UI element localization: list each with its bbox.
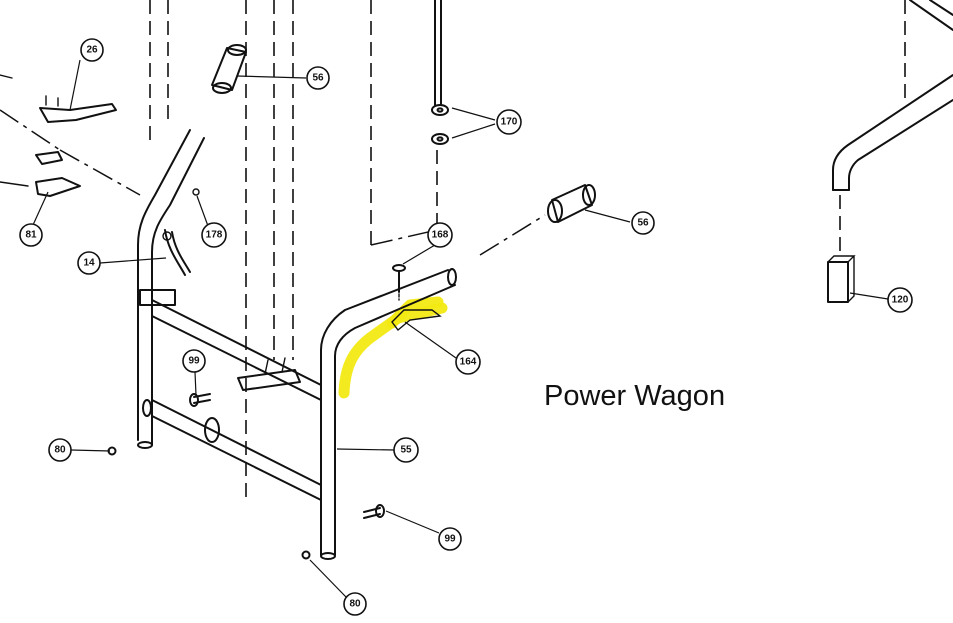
rod-stub [0,74,13,79]
svg-text:81: 81 [25,230,37,241]
svg-text:99: 99 [188,356,200,367]
callout-56-top: 56 [306,66,330,90]
construction-lines [0,0,906,500]
svg-text:80: 80 [349,599,361,610]
callout-168: 168 [427,222,453,248]
svg-text:56: 56 [312,73,324,84]
grip-56-top [211,44,247,94]
pin-178 [192,188,200,196]
post-120 [827,255,856,303]
callout-14: 14 [77,251,101,275]
svg-text:80: 80 [54,445,66,456]
callout-99-right: 99 [438,527,462,551]
diagram-title: Power Wagon [544,380,726,412]
callout-26: 26 [80,38,104,62]
svg-text:99: 99 [444,534,456,545]
bracket-26 [39,95,117,123]
bolt-99-right [363,504,385,519]
svg-text:55: 55 [400,445,412,456]
svg-text:170: 170 [501,117,518,128]
callout-80-right: 80 [343,592,367,616]
svg-text:120: 120 [892,295,909,306]
latch-164 [391,309,442,332]
grip-56-right [547,184,596,223]
svg-text:26: 26 [86,45,98,56]
plate-left [35,151,63,165]
highlight-164 [338,296,448,399]
svg-text:14: 14 [83,258,95,269]
leader-lines [32,59,889,598]
rod-170 [431,0,449,145]
svg-text:56: 56 [637,218,649,229]
callout-56-right: 56 [631,211,655,235]
bolt-99-left [189,393,211,407]
frame-right [832,0,953,191]
callout-99-left: 99 [182,349,206,373]
callout-178: 178 [201,222,227,248]
svg-text:168: 168 [432,230,449,241]
nut-80-right [301,550,311,560]
svg-text:164: 164 [460,357,477,368]
callout-120: 120 [887,287,913,313]
cable-14 [162,229,191,276]
callout-55: 55 [393,437,419,463]
callout-80-left: 80 [48,438,72,462]
callout-170: 170 [496,109,522,135]
bracket-81 [0,177,81,197]
svg-text:178: 178 [206,230,223,241]
frame-55 [137,129,457,560]
bolt-168 [392,264,406,301]
callout-164: 164 [455,349,481,375]
callout-81: 81 [19,223,43,247]
